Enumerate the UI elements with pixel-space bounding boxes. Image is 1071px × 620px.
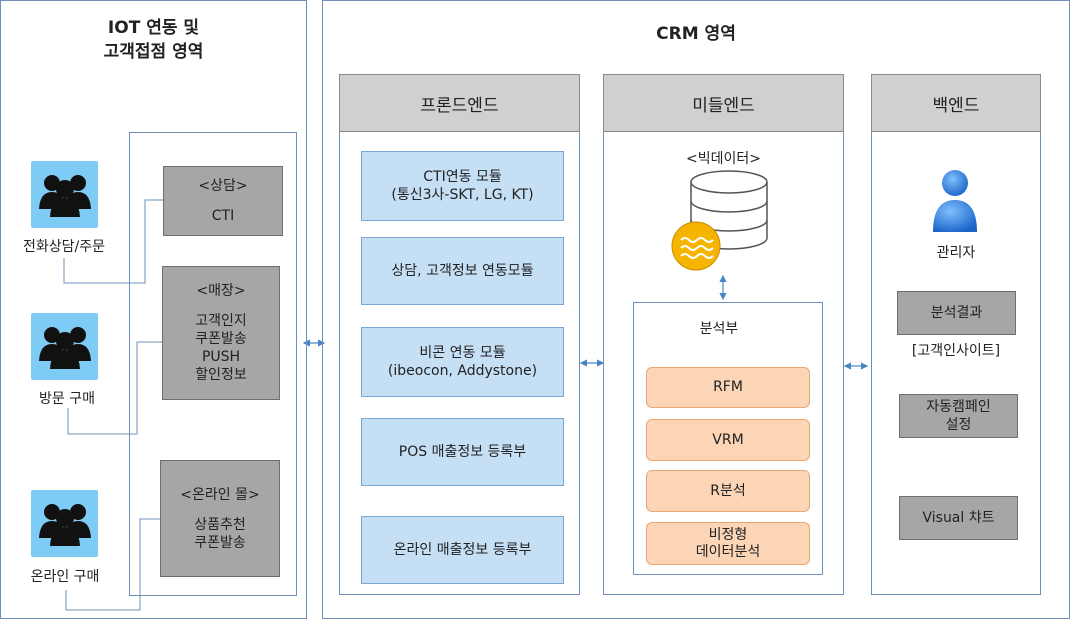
user-group-icon xyxy=(39,504,91,546)
store-box-title: <매장> xyxy=(196,283,246,299)
connector-online-to-mall xyxy=(65,518,160,611)
user-group-icon xyxy=(39,175,91,217)
user-label-online: 온라인 구매 xyxy=(30,569,100,585)
result-caption: [고객인사이트] xyxy=(911,343,1001,359)
analysis-vrm: VRM xyxy=(646,419,810,461)
analysis-line: VRM xyxy=(712,431,744,448)
crm-panel xyxy=(322,0,1070,619)
analysis-section xyxy=(633,302,823,575)
online-customer-icon xyxy=(31,490,98,557)
analysis-line: 비정형 xyxy=(708,526,748,543)
analysis-title: 분석부 xyxy=(699,321,739,337)
frontend-module-pos: POS 매출정보 등록부 xyxy=(361,418,564,486)
iot-panel xyxy=(0,0,307,619)
crm-panel-title: CRM 영역 xyxy=(656,24,736,44)
user-label-visit: 방문 구매 xyxy=(39,391,95,407)
iot-panel-title: IOT 연동 및 고객접점 영역 xyxy=(0,16,307,64)
user-group-icon xyxy=(39,327,91,369)
store-box-line: 할인정보 xyxy=(195,367,247,383)
touchpoint-container xyxy=(129,132,297,596)
frontend-module-cti: CTI연동 모듈 (통신3사-SKT, LG, KT) xyxy=(361,151,564,221)
middleware-header: 미들엔드 xyxy=(603,74,844,132)
iot-title-line2: 고객접점 영역 xyxy=(103,42,204,62)
backend-line: 자동캠페인 xyxy=(926,399,991,415)
module-line: 비콘 연동 모듈 xyxy=(419,345,506,361)
online-mall-box-title: <온라인 몰> xyxy=(180,486,260,503)
connector-phone-to-cti xyxy=(63,199,164,284)
store-box-line: 고객인지 xyxy=(195,313,247,329)
frontend-module-customer: 상담, 고객정보 연동모듈 xyxy=(361,237,564,305)
phone-customer-icon xyxy=(31,161,98,228)
backend-header: 백엔드 xyxy=(871,74,1041,132)
online-mall-box: <온라인 몰> 상품추천 쿠폰발송 xyxy=(160,460,280,577)
online-mall-box-line: 쿠폰발송 xyxy=(194,534,246,551)
counsel-box-title: <상담> xyxy=(198,178,248,194)
module-line: POS 매출정보 등록부 xyxy=(398,444,527,460)
backend-line: 설정 xyxy=(945,417,972,433)
user-label-phone: 전화상담/주문 xyxy=(23,239,105,255)
module-line: 상담, 고객정보 연동모듈 xyxy=(391,263,534,279)
backend-analysis-result: 분석결과 xyxy=(897,291,1016,335)
visit-customer-icon xyxy=(31,313,98,380)
module-line: (통신3사-SKT, LG, KT) xyxy=(391,187,534,203)
analysis-unstructured: 비정형 데이터분석 xyxy=(646,522,810,565)
counsel-box-line: CTI xyxy=(211,208,235,224)
frontend-header: 프론드엔드 xyxy=(339,74,580,132)
store-box-line: 쿠폰발송 xyxy=(195,331,247,347)
module-line: (ibeocon, Addystone) xyxy=(387,363,538,379)
iot-title-line1: IOT 연동 및 xyxy=(107,18,200,38)
analysis-line: RFM xyxy=(713,379,743,395)
bigdata-label: <빅데이터> xyxy=(686,151,761,167)
frontend-module-beacon: 비콘 연동 모듈 (ibeocon, Addystone) xyxy=(361,327,564,397)
database-icon xyxy=(671,170,768,271)
backend-line: 분석결과 xyxy=(930,305,983,321)
online-mall-box-line: 상품추천 xyxy=(194,516,246,533)
backend-line: Visual 챠트 xyxy=(922,510,995,526)
backend-auto-campaign: 자동캠페인 설정 xyxy=(899,394,1018,438)
store-box: <매장> 고객인지 쿠폰발송 PUSH 할인정보 xyxy=(162,266,280,400)
analysis-line: R분석 xyxy=(710,482,746,499)
backend-visual-chart: Visual 챠트 xyxy=(899,496,1018,540)
admin-user-icon xyxy=(933,170,977,232)
module-line: 온라인 매출정보 등록부 xyxy=(393,542,532,558)
admin-label: 관리자 xyxy=(936,245,976,261)
analysis-line: 데이터분석 xyxy=(695,543,761,560)
frontend-module-online-sales: 온라인 매출정보 등록부 xyxy=(361,516,564,584)
store-box-line: PUSH xyxy=(201,349,241,365)
counsel-box: <상담> CTI xyxy=(163,166,283,236)
connector-visit-to-store xyxy=(67,341,162,435)
analysis-r: R분석 xyxy=(646,470,810,512)
analysis-rfm: RFM xyxy=(646,367,810,408)
module-line: CTI연동 모듈 xyxy=(423,169,502,185)
